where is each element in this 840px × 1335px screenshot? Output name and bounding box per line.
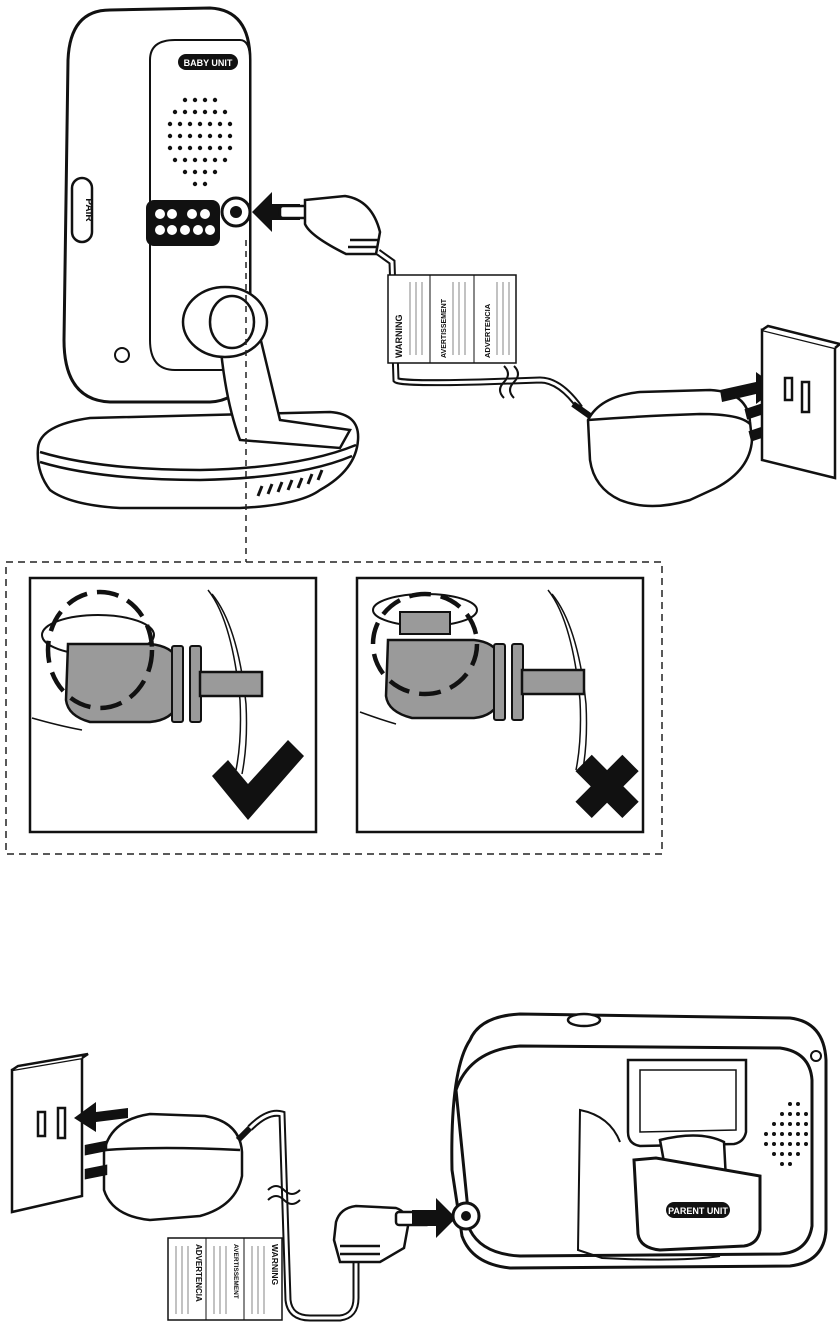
svg-text:ADVERTENCIA: ADVERTENCIA	[194, 1244, 203, 1302]
incorrect-connection-inset	[355, 576, 645, 834]
cross-icon	[575, 754, 639, 819]
base-vent-slots	[256, 469, 324, 497]
warning-tag-top: WARNING AVERTISSEMENT ADVERTENCIA	[387, 274, 517, 364]
speaker-grille	[167, 97, 233, 187]
svg-text:PARENT UNIT: PARENT UNIT	[668, 1206, 728, 1216]
svg-text:AVERTISSEMENT: AVERTISSEMENT	[232, 1244, 239, 1299]
power-adapter-bottom	[84, 1112, 253, 1222]
svg-text:AVERTISSEMENT: AVERTISSEMENT	[441, 298, 448, 358]
adapter-arrow-icon-bottom	[74, 1102, 128, 1132]
svg-text:BABY UNIT: BABY UNIT	[184, 58, 233, 68]
baby-unit-label: BABY UNIT	[178, 54, 238, 70]
svg-text:PAIR: PAIR	[83, 198, 94, 222]
wall-outlet-top	[760, 324, 840, 480]
parent-unit-label: PARENT UNIT	[666, 1202, 730, 1218]
svg-text:ADVERTENCIA: ADVERTENCIA	[483, 303, 492, 358]
svg-text:WARNING: WARNING	[394, 315, 404, 359]
wall-outlet-bottom	[10, 1052, 89, 1214]
svg-text:WARNING: WARNING	[270, 1244, 280, 1285]
warning-tag-bottom: ADVERTENCIA AVERTISSEMENT WARNING	[167, 1237, 283, 1321]
parent-speaker-grille	[764, 1102, 808, 1166]
baby-power-plug	[278, 194, 382, 256]
correct-connection-inset	[28, 576, 318, 834]
pair-button: PAIR	[70, 176, 94, 244]
insert-arrow-icon	[252, 192, 300, 232]
parent-unit	[450, 1012, 828, 1270]
baby-unit	[36, 6, 360, 510]
check-icon	[212, 740, 304, 820]
power-adapter-top	[571, 388, 778, 508]
detail-frame	[5, 561, 663, 855]
insert-arrow-icon-bottom	[412, 1198, 456, 1238]
